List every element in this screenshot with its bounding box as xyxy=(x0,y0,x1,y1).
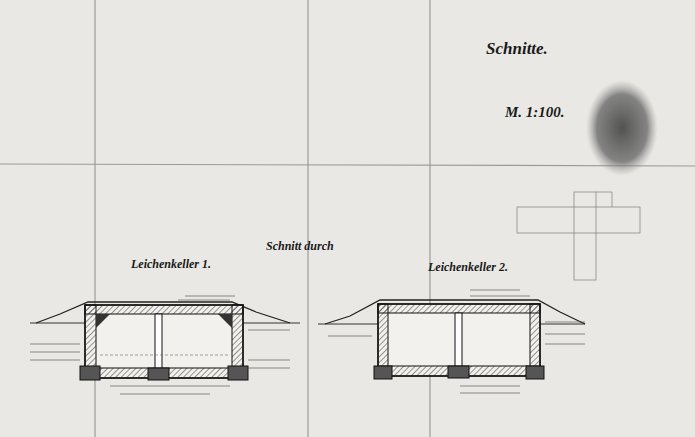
cellar-section-2 xyxy=(318,290,585,393)
scale-note: M. 1:100. xyxy=(505,104,565,121)
cellar-label: Leichenkeller 2. xyxy=(428,261,508,274)
cellar-label: Leichenkeller 1. xyxy=(131,258,211,271)
sheet-title: Schnitte. xyxy=(486,40,548,59)
ink-stain xyxy=(586,80,658,176)
section-heading: Schnitt durch xyxy=(266,240,334,253)
cellar-section-1 xyxy=(30,296,300,394)
pencil-sketch xyxy=(517,192,640,280)
